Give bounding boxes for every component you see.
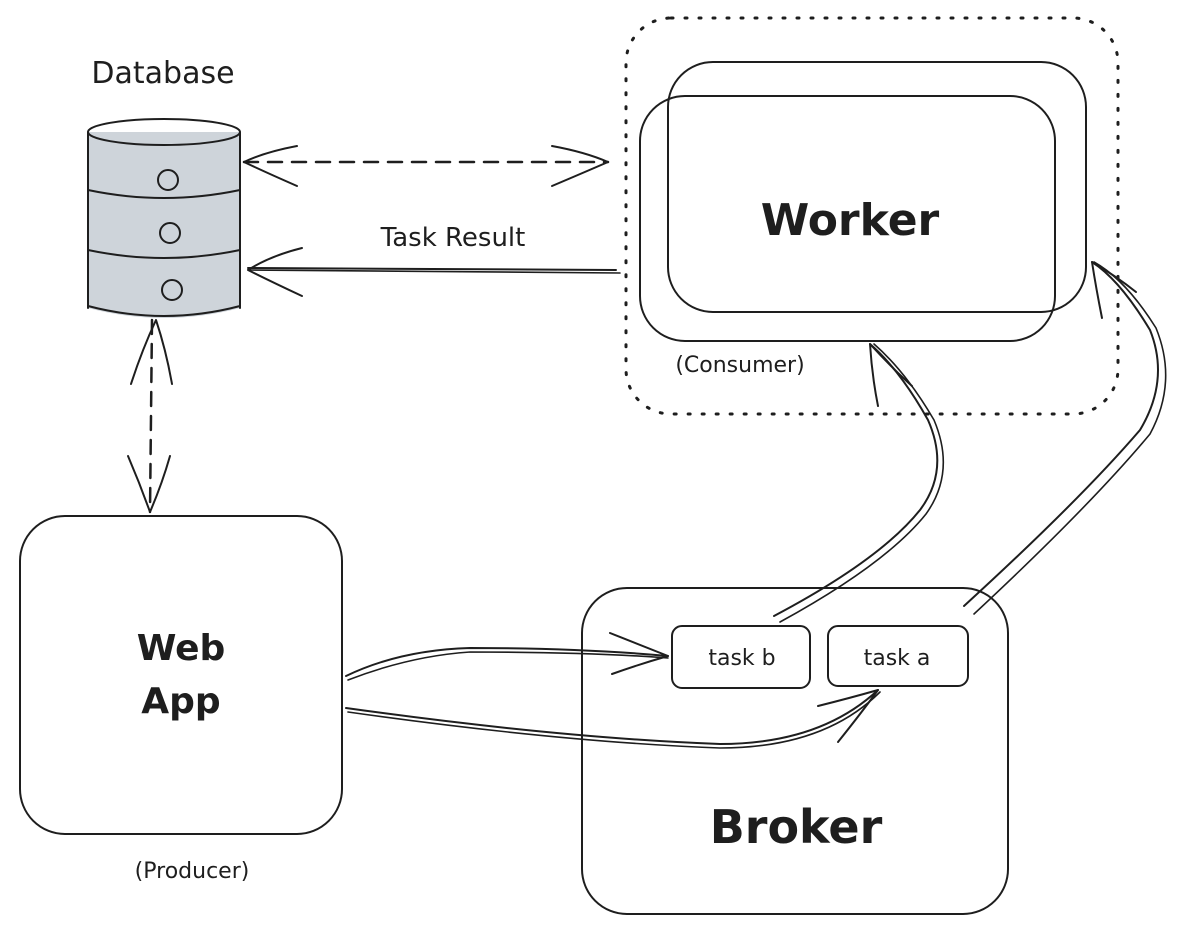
arrowhead-left-icon	[243, 145, 298, 187]
database-knob-3	[161, 279, 183, 301]
arrowhead-up-right-icon	[817, 689, 879, 743]
database-title: Database	[91, 56, 234, 91]
producer-label: (Producer)	[135, 859, 250, 884]
worker-node[interactable]: Worker	[639, 61, 1087, 342]
broker-box	[581, 587, 1009, 915]
consumer-label: (Consumer)	[675, 353, 804, 378]
task-b-label: task b	[708, 646, 775, 671]
edge-db-webapp-line	[148, 318, 154, 514]
edge-webapp-task-a-line-2	[347, 691, 881, 749]
webapp-box	[19, 515, 343, 835]
edge-webapp-task-b-line	[345, 647, 669, 677]
edge-task-result-line-2	[249, 269, 621, 274]
broker-node[interactable]: Broker	[581, 587, 1009, 915]
task-a-box	[827, 625, 969, 687]
database-icon[interactable]	[87, 118, 241, 318]
webapp-label-line2: App	[141, 681, 220, 722]
worker-box-front	[639, 95, 1056, 342]
edge-task-a-worker-line-2	[973, 261, 1167, 615]
database-divider-2	[87, 249, 241, 259]
arrowhead-up-icon	[130, 319, 173, 385]
database-sides	[87, 131, 241, 309]
worker-group-boundary	[624, 16, 1120, 416]
edge-db-webapp[interactable]	[127, 318, 173, 514]
arrowhead-left-icon	[247, 247, 303, 297]
database-knob-1	[157, 169, 179, 191]
edge-worker-to-db[interactable]: Task Result	[247, 223, 621, 297]
arrowhead-up-icon	[1091, 261, 1137, 319]
edge-task-a-worker-line	[963, 261, 1159, 607]
edge-task-a-worker[interactable]	[963, 261, 1167, 615]
broker-label: Broker	[710, 800, 883, 854]
edge-task-b-worker-line	[773, 343, 939, 617]
webapp-node[interactable]: Web App	[19, 515, 343, 835]
edge-task-result-line	[247, 267, 617, 271]
database-bottom	[87, 305, 241, 317]
worker-box-back	[667, 61, 1087, 313]
task-b-node[interactable]: task b	[671, 625, 811, 689]
edge-db-worker[interactable]	[242, 145, 610, 187]
edge-task-b-worker-line-2	[779, 343, 945, 623]
task-a-label: task a	[864, 646, 931, 671]
webapp-label-line1: Web	[137, 628, 226, 669]
edge-webapp-task-a-line	[345, 689, 879, 745]
database-knob-2	[159, 222, 181, 244]
edge-webapp-task-a[interactable]	[345, 689, 881, 749]
worker-label: Worker	[761, 195, 940, 246]
database-divider-1	[87, 189, 241, 199]
arrowhead-right-icon	[551, 145, 609, 187]
arrowhead-right-icon	[609, 632, 669, 675]
task-a-node[interactable]: task a	[827, 625, 969, 687]
arrowhead-down-icon	[127, 455, 171, 513]
edge-webapp-task-b-line-2	[347, 651, 669, 681]
edge-task-b-worker[interactable]	[773, 343, 945, 623]
task-b-box	[671, 625, 811, 689]
task-result-label: Task Result	[380, 223, 526, 253]
arrowhead-up-icon	[869, 343, 913, 407]
edge-webapp-task-b[interactable]	[345, 632, 669, 681]
